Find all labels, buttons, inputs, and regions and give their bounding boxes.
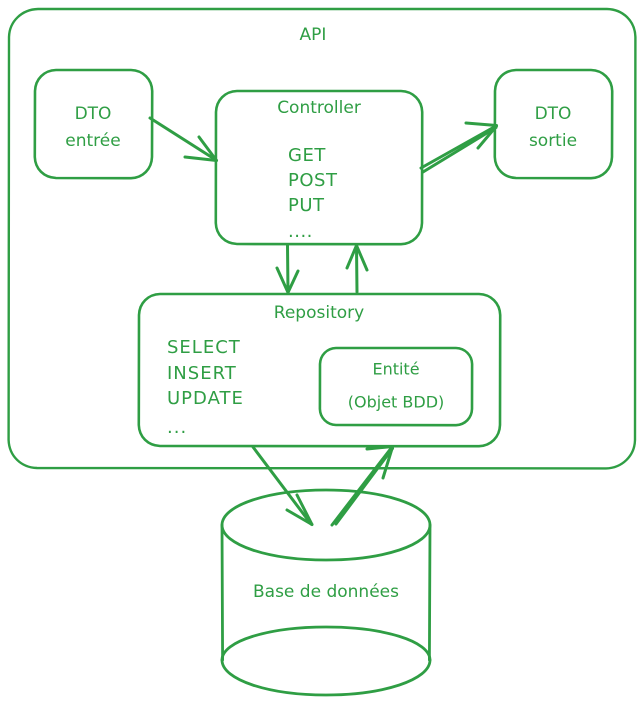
controller-method-put: PUT (288, 195, 325, 216)
arrow-dto-in-shaft (148, 116, 218, 162)
database-cylinder[interactable]: Base de données (220, 488, 432, 697)
arrow-controller-to-dto-out (419, 121, 498, 174)
arrow-dto-in-to-controller (148, 116, 218, 162)
database-right-wall (428, 523, 432, 662)
arrow-up-shaft (355, 244, 359, 294)
controller-title: Controller (277, 98, 361, 118)
api-container-label: API (300, 25, 327, 45)
arrow-up-head-left (345, 244, 358, 270)
database-left-wall (220, 523, 224, 662)
controller-box[interactable]: Controller GET POST PUT .... (214, 89, 424, 246)
dto-entree-border (33, 68, 154, 180)
entite-label-line2: (Objet BDD) (348, 393, 445, 412)
controller-border (214, 89, 424, 246)
arrow-dto-out-shaft-a (419, 124, 498, 170)
arrow-dto-in-head-upper (197, 135, 218, 162)
dto-sortie-box[interactable]: DTO sortie (493, 68, 614, 180)
repository-stmt-select: SELECT (167, 337, 241, 358)
arrow-dto-in-head-lower (183, 155, 218, 162)
dto-sortie-border (493, 68, 614, 180)
entite-label-line1: Entité (372, 360, 419, 379)
api-container[interactable]: API (7, 7, 637, 470)
dto-entree-box[interactable]: DTO entrée (33, 68, 154, 180)
arrow-up-head-right (355, 244, 369, 272)
repository-stmt-more: ... (167, 417, 187, 438)
arrow-dto-out-shaft-b (421, 126, 498, 174)
arrow-db-out-shaft-a (330, 445, 394, 527)
arrow-dto-out-head-upper (464, 121, 498, 127)
arrow-controller-to-repository (275, 243, 300, 294)
arrow-db-in-head-upper (285, 508, 314, 526)
repository-title: Repository (274, 303, 364, 323)
repository-stmt-update: UPDATE (167, 388, 244, 409)
entite-border (318, 346, 474, 427)
controller-method-post: POST (288, 170, 338, 191)
arrow-database-to-repository (330, 445, 394, 527)
controller-method-more: .... (288, 221, 313, 242)
database-bottom-back-arc (220, 625, 432, 662)
dto-sortie-label-line1: DTO (535, 104, 572, 124)
repository-stmt-insert: INSERT (167, 363, 237, 384)
database-top-ellipse (220, 488, 432, 562)
arrow-db-in-head-lower (295, 493, 314, 526)
controller-method-get: GET (288, 145, 326, 166)
dto-entree-label-line1: DTO (75, 104, 112, 124)
repository-box[interactable]: Repository SELECT INSERT UPDATE ... Enti… (137, 292, 502, 448)
dto-entree-label-line2: entrée (65, 131, 120, 151)
arrow-down-shaft (286, 243, 290, 294)
arrow-repository-to-database (251, 445, 314, 526)
arrow-repository-to-controller (345, 244, 369, 294)
api-container-border (7, 7, 637, 470)
database-bottom-arc (220, 658, 432, 697)
arrow-db-out-head-left (365, 445, 394, 451)
arrow-dto-out-head-lower (476, 124, 498, 150)
arrow-db-in-shaft (251, 445, 313, 526)
dto-sortie-label-line2: sortie (529, 131, 577, 151)
entite-box[interactable]: Entité (Objet BDD) (318, 346, 474, 427)
arrow-down-head-left (275, 266, 290, 294)
repository-border (137, 292, 502, 448)
arrow-down-head-right (286, 269, 300, 294)
database-label: Base de données (253, 582, 399, 602)
arrow-db-out-head-right (381, 445, 394, 480)
arrow-db-out-shaft-b (334, 447, 394, 526)
